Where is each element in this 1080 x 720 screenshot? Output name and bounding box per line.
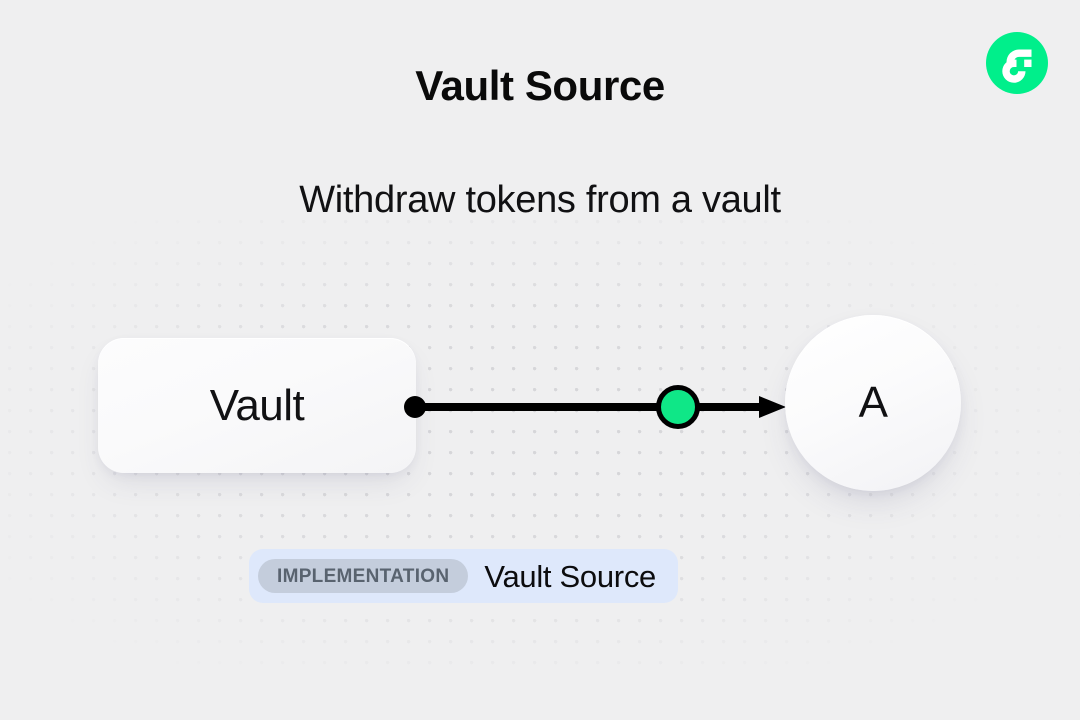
node-vault-label: Vault xyxy=(209,380,305,430)
node-a-label: A xyxy=(858,378,888,427)
flow-logo-icon xyxy=(986,32,1048,94)
edge-line xyxy=(415,403,767,411)
edge-midpoint-handle[interactable] xyxy=(656,385,700,429)
implementation-name-label: Vault Source xyxy=(484,558,656,594)
implementation-tag-label: IMPLEMENTATION xyxy=(258,559,469,593)
implementation-badge[interactable]: IMPLEMENTATION Vault Source xyxy=(249,549,678,603)
node-vault[interactable]: Vault xyxy=(98,338,416,473)
page-title: Vault Source xyxy=(415,62,665,109)
node-a[interactable]: A xyxy=(785,315,961,491)
edge-arrowhead-icon xyxy=(759,396,786,418)
page-subtitle: Withdraw tokens from a vault xyxy=(299,179,781,221)
